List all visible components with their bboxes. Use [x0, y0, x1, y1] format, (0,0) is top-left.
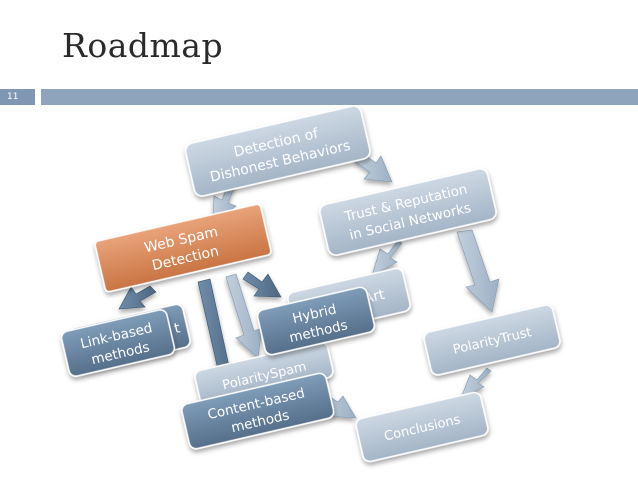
slide-number: 11 [0, 89, 35, 105]
node-polarity-spam: PolaritySpam [194, 341, 334, 407]
arrow-webspam-to-polarityspam [225, 273, 263, 359]
title-accent-bar [41, 89, 638, 105]
arrow-webspam-to-hybrid [242, 271, 282, 298]
node-link-based-behind-label: t [173, 320, 182, 337]
arrow-webspam-to-linkbased [118, 285, 157, 310]
node-link-based-methods: Link-based methods [60, 309, 176, 377]
node-polarity-trust: PolarityTrust [423, 304, 561, 376]
node-content-based-methods: Content-based methods [181, 372, 335, 450]
arrow-trust-to-polaritytrust [456, 229, 500, 313]
node-conclusions: Conclusions [355, 391, 489, 463]
slide-title: Roadmap [62, 26, 224, 65]
arrow-trust-to-stateofart [371, 239, 403, 277]
node-detection-dishonest-behaviors: Detection of Dishonest Behaviors [184, 105, 371, 197]
node-web-spam-detection: Web Spam Detection [94, 203, 272, 293]
node-hybrid-methods: Hybrid methods [256, 286, 376, 356]
